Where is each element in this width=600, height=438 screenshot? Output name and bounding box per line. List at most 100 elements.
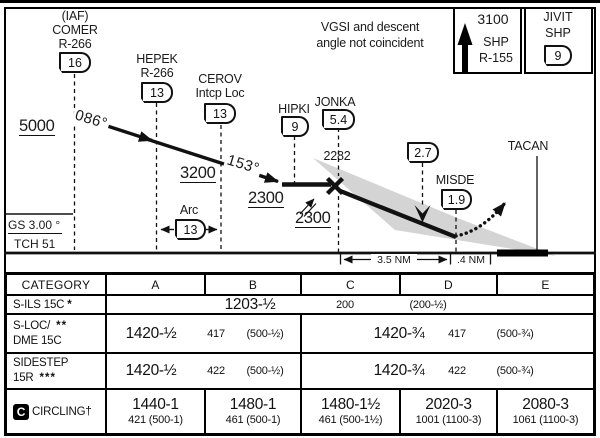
missed-approach-curve <box>454 201 507 238</box>
minimums-table: CATEGORY A B C D E S-ILS 15C * 1203-½ 20… <box>4 272 596 436</box>
fix27-dme-box: 2.7 <box>407 142 439 163</box>
hepek-radial: R-266 <box>140 66 174 80</box>
sils-paren: (200-½) <box>409 298 447 311</box>
dist-map-thr: .4 NM <box>456 254 485 266</box>
glideslope-shading <box>313 158 556 256</box>
circling-cell-a: 1440-1 421 (500-1) <box>107 390 206 433</box>
ma-nav1: SHP <box>483 35 509 49</box>
altitude-5000: 5000 <box>19 117 55 137</box>
circling-label: CIRCLING† <box>32 405 92 418</box>
header-cat-b: B <box>206 275 302 296</box>
sloc-ce-cell: 1420-¾ 417 (500-¾) <box>302 315 593 354</box>
sidestep-ce-cell: 1420-¾ 422 (500-¾) <box>302 354 593 390</box>
jonka-name: JONKA <box>314 95 356 109</box>
sidestep-ce-paren: (500-¾) <box>496 365 534 377</box>
circling-d-main: 2020-3 <box>425 396 472 414</box>
header-category: CATEGORY <box>7 275 107 296</box>
row-label-circling: C CIRCLING† <box>7 390 107 433</box>
circling-cell-c: 1480-1½ 461 (500-1½) <box>302 390 401 433</box>
ma-fix: JIVIT <box>543 10 573 24</box>
down-chevron-icon <box>414 205 431 223</box>
circling-a-sub: 421 (500-1) <box>128 414 183 427</box>
sidestep-ab-cell: 1420-½ 422 (500-½) <box>107 354 302 390</box>
altitude-2300-gs: 2300 <box>295 209 331 229</box>
sils-minimums-cell: 1203-½ 200 (200-½) <box>107 296 593 315</box>
comer-name: COMER <box>52 23 98 37</box>
comer-iaf: (IAF) <box>61 9 89 23</box>
sidestep-ab-hat: 422 <box>207 365 225 377</box>
sidestep-ab-paren: (500-½) <box>246 365 284 377</box>
circling-e-main: 2080-3 <box>522 396 569 414</box>
faf-cross-icon <box>325 176 345 196</box>
sidestep-stars: *** <box>39 372 56 384</box>
row-label-sils: S-ILS 15C * <box>7 296 107 315</box>
row-label-sloc: S-LOC/ ** DME 15C <box>7 315 107 354</box>
ma-radial: R-155 <box>478 51 514 65</box>
up-arrow-icon <box>457 23 473 72</box>
gs-intercept-arrow-icon <box>299 198 317 217</box>
top-divider <box>0 0 600 3</box>
gs-angle: GS 3.00 ° <box>8 218 63 234</box>
sidestep-ce-hat: 422 <box>448 365 466 377</box>
sloc-label1: S-LOC/ <box>13 319 51 332</box>
ma-dme-box: 9 <box>544 45 572 66</box>
sloc-ce-hat: 417 <box>448 327 466 340</box>
circling-c-sub: 461 (500-1½) <box>318 414 383 427</box>
circling-cell-d: 2020-3 1001 (1100-3) <box>401 390 498 433</box>
misde-name: MISDE <box>435 173 475 187</box>
circling-e-sub: 1061 (1100-3) <box>512 414 579 427</box>
sils-stars: * <box>67 298 73 311</box>
circling-symbol-icon: C <box>13 403 29 420</box>
sils-main: 1203-½ <box>224 295 276 313</box>
tacan-label: TACAN <box>507 139 549 153</box>
sloc-ab-paren: (500-½) <box>246 327 284 340</box>
header-cat-c: C <box>302 275 401 296</box>
cerov-name: CEROV <box>198 72 242 86</box>
sloc-ab-main: 1420-½ <box>125 324 177 342</box>
fix-dashed-lines <box>73 74 457 252</box>
sidestep-ce-main: 1420-¾ <box>373 362 425 379</box>
circling-d-sub: 1001 (1100-3) <box>415 414 482 427</box>
hepek-dme-box: 13 <box>141 82 173 103</box>
tch-value: TCH 51 <box>14 237 56 251</box>
dist-faf-map: 3.5 NM <box>371 254 417 266</box>
sloc-ab-hat: 417 <box>207 327 225 340</box>
sloc-ce-paren: (500-¾) <box>496 327 534 340</box>
ma-nav2: SHP <box>545 26 571 40</box>
misde-dme-box: 1.9 <box>441 189 472 210</box>
ma-altitude: 3100 <box>477 11 509 27</box>
cerov-dme-box: 13 <box>204 103 236 124</box>
runway-bar <box>497 249 548 257</box>
sidestep-ab-main: 1420-½ <box>125 362 177 379</box>
circling-cell-b: 1480-1 461 (500-1) <box>206 390 302 433</box>
gs-crossing-altitude: 2282 <box>323 149 351 163</box>
vgsi-note-line2: angle not coincident <box>316 36 424 50</box>
sloc-ab-cell: 1420-½ 417 (500-½) <box>107 315 302 354</box>
comer-radial: R-266 <box>58 37 92 51</box>
comer-dme-box: 16 <box>59 52 91 73</box>
sidestep-label2: 15R <box>13 372 34 384</box>
header-cat-d: D <box>401 275 498 296</box>
sloc-label2: DME 15C <box>13 334 62 347</box>
sils-label: S-ILS 15C <box>13 298 65 311</box>
sils-hat: 200 <box>336 298 354 311</box>
sloc-ce-main: 1420-¾ <box>373 324 425 342</box>
cerov-sub: Intcp Loc <box>195 86 245 100</box>
hipki-name: HIPKI <box>278 102 310 116</box>
hepek-name: HEPEK <box>136 52 178 66</box>
circling-a-main: 1440-1 <box>132 396 179 414</box>
vgsi-note-line1: VGSI and descent <box>320 20 420 34</box>
altitude-3200: 3200 <box>180 164 216 184</box>
arc-label: Arc <box>179 203 199 217</box>
circling-b-sub: 461 (500-1) <box>225 414 281 427</box>
header-cat-e: E <box>498 275 593 296</box>
header-cat-a: A <box>107 275 206 296</box>
circling-cell-e: 2080-3 1061 (1100-3) <box>498 390 593 433</box>
row-label-sidestep: SIDESTEP 15R *** <box>7 354 107 390</box>
sidestep-label1: SIDESTEP <box>13 357 69 370</box>
sloc-stars: ** <box>56 319 68 332</box>
circling-b-main: 1480-1 <box>229 396 277 414</box>
circling-c-main: 1480-1½ <box>320 396 381 414</box>
